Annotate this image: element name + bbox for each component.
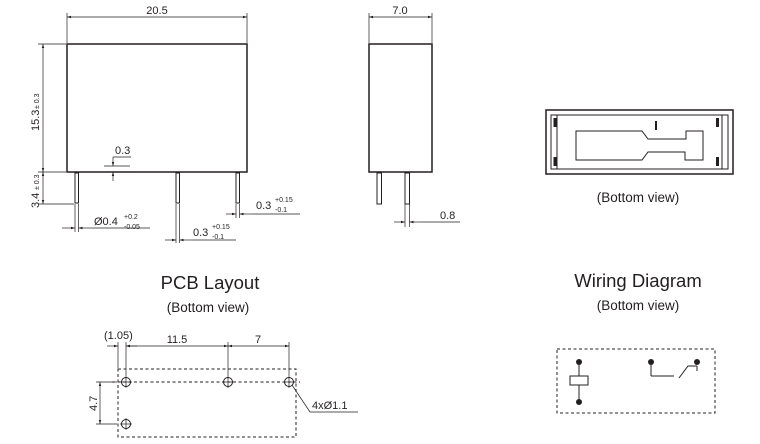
side-view: 7.0 0.8 xyxy=(368,5,460,227)
height-tolerance: ± 0.3 xyxy=(34,93,41,109)
wiring-outline xyxy=(556,348,716,414)
relay-body-side xyxy=(368,43,433,173)
contact-symbol xyxy=(678,365,697,379)
pin-thickness-right-dimension: 0.3 xyxy=(256,200,271,212)
pin-thickness-tol-minus: -0.1 xyxy=(212,234,224,241)
pin-diameter-tol-minus: -0.05 xyxy=(124,224,140,231)
wiring-diagram-title: Wiring Diagram xyxy=(574,270,701,291)
pin-right xyxy=(235,172,240,204)
width-dimension: 20.5 xyxy=(146,5,167,17)
bottom-outline xyxy=(545,109,734,175)
pin-length-tolerance: ± 0.3 xyxy=(34,174,41,190)
side-pin-right xyxy=(404,172,410,205)
pin-left xyxy=(74,172,79,204)
side-pin-left xyxy=(376,172,382,205)
pin-thickness-right-tol-plus: +0.15 xyxy=(275,197,293,204)
bottom-view: (Bottom view) xyxy=(545,109,734,205)
wiring-diagram-caption: (Bottom view) xyxy=(597,298,680,313)
pcb-pitch1-dimension: 11.5 xyxy=(167,334,188,346)
pin-diameter-tol-plus: +0.2 xyxy=(124,214,138,221)
standoff-dimension: 0.3 xyxy=(115,145,130,157)
pin-diameter-dimension: Ø0.4 xyxy=(94,216,118,228)
pcb-row-dimension: 4.7 xyxy=(88,396,100,411)
pin-thickness-dimension: 0.3 xyxy=(193,227,208,239)
contact-channel xyxy=(575,130,704,161)
pcb-layout-title: PCB Layout xyxy=(161,272,260,293)
pcb-layout: PCB Layout (Bottom view) (1.05) 11.5 7 4… xyxy=(88,272,358,438)
pcb-layout-caption: (Bottom view) xyxy=(167,300,250,315)
height-dimension: 15.3 xyxy=(30,110,42,131)
relay-body-front xyxy=(66,43,248,173)
pin-length-dimension: 3.4 xyxy=(30,193,42,208)
depth-dimension: 7.0 xyxy=(392,5,407,17)
coil-symbol xyxy=(569,375,589,386)
pin-width-dimension: 0.8 xyxy=(440,210,455,222)
pcb-hole-dimension: 4xØ1.1 xyxy=(312,400,347,412)
wiring-diagram: Wiring Diagram (Bottom view) xyxy=(556,270,716,414)
pcb-pitch2-dimension: 7 xyxy=(255,334,261,346)
pin-center xyxy=(175,172,180,204)
pcb-offset-dimension: (1.05) xyxy=(104,330,133,342)
pcb-outline xyxy=(117,368,297,438)
front-view: 20.5 15.3 ± 0.3 3.4 ± 0.3 0.3 Ø0.4 +0.2 … xyxy=(30,5,300,243)
pin-thickness-right-tol-minus: -0.1 xyxy=(275,207,287,214)
pin-thickness-tol-plus: +0.15 xyxy=(212,224,230,231)
bottom-view-caption: (Bottom view) xyxy=(597,190,680,205)
